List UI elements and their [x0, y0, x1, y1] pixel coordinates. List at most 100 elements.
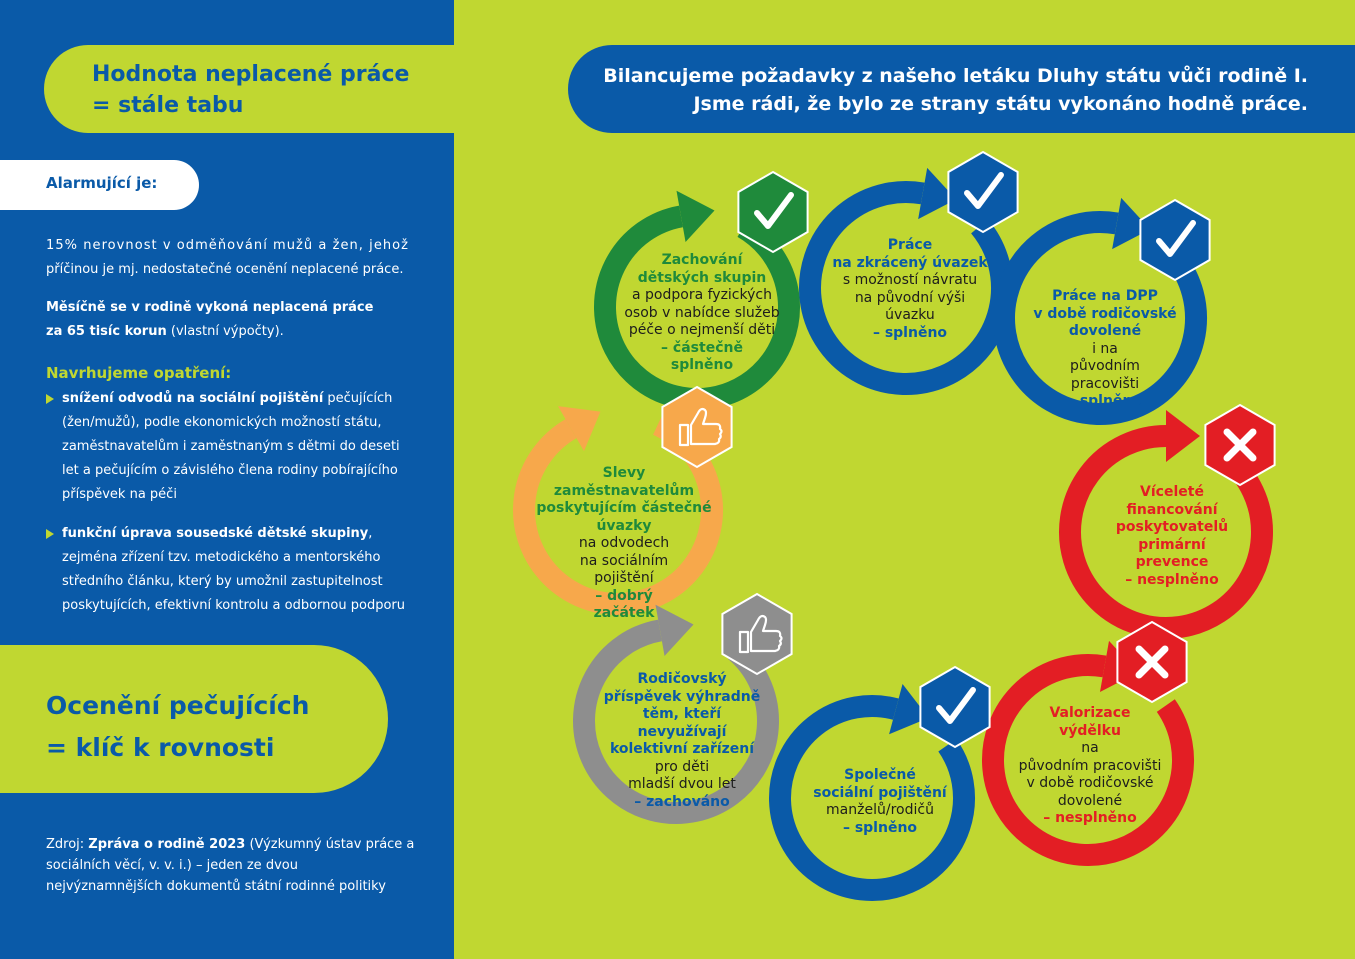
header-line1: Bilancujeme požadavky z našeho letáku Dl… [603, 65, 1308, 87]
label-bold-line: sociální pojištění [813, 784, 947, 801]
bullet-arrow-icon [46, 529, 54, 539]
label-line: dovolené [1057, 792, 1123, 809]
cycle-ring-6 [573, 619, 779, 824]
check-icon [936, 687, 976, 724]
label-bold-line: zaměstnavatelům [553, 482, 695, 499]
label-bold-line: na zkrácený úvazek [832, 254, 988, 271]
cycle-ring-7 [769, 695, 975, 901]
label-bold-line: poskytovatelů [1115, 519, 1229, 535]
label-bold-line: Víceleté [1140, 484, 1204, 500]
header-line2: Jsme rádi, že bylo ze strany státu vykon… [693, 93, 1308, 115]
bottom-title-line2: = klíč k rovnosti [46, 733, 275, 762]
check-badge-2 [947, 150, 1019, 234]
cross-icon [1135, 645, 1169, 679]
cycle-ring-8 [982, 654, 1194, 866]
label-line: s možností návratu [842, 272, 978, 288]
arrowhead-2 [918, 167, 957, 220]
label-bold-line: výdělku [1059, 722, 1121, 739]
label-bold-line: dovolené [1068, 323, 1142, 339]
left-title-line1: Hodnota neplacené práce [92, 62, 410, 87]
label-bold-line: – nesplněno [1043, 810, 1137, 826]
label-bold-line: prevence [1135, 554, 1209, 570]
label-bold-line: financování [1126, 501, 1218, 518]
label-line: na sociálním [579, 552, 669, 569]
label-bold-line: Slevy [602, 465, 646, 481]
arrowhead-1 [676, 190, 715, 243]
label-line: osob v nabídce služeb [624, 304, 780, 321]
label-bold-line: Rodičovský [637, 671, 727, 687]
p2-bold2: za 65 tisíc korun [46, 324, 167, 339]
header-pill: Bilancujeme požadavky z našeho letáku Dl… [568, 45, 1355, 133]
label-bold-line: – dobrý [595, 587, 653, 604]
label-line: na odvodech [578, 535, 670, 551]
left-panel [0, 0, 454, 959]
cycle-ring-5 [1059, 425, 1273, 639]
label-bold-line: – splněno [872, 324, 948, 341]
label-line: pro děti [654, 758, 710, 775]
p2-bold1: Měsíčně se v rodině vykoná neplacená prá… [46, 300, 374, 315]
label-bold-line: Práce na DPP [1052, 288, 1158, 304]
label-line: manželů/rodičů [826, 802, 934, 818]
bullet2-bold: funkční úprava sousedské dětské skupiny [62, 526, 369, 541]
bullet1-bold: snížení odvodů na sociální pojištění [62, 391, 324, 406]
check-icon [754, 192, 794, 229]
label-line: na [1081, 740, 1099, 756]
bullet-arrow-icon [46, 394, 54, 404]
cross-badge-8 [1116, 620, 1188, 704]
check-badge-3 [1139, 198, 1211, 282]
measure-bullet-1: snížení odvodů na sociální pojištění peč… [46, 387, 416, 507]
source-rest: (Výzkumný ústav práce a sociálních věcí,… [46, 837, 415, 894]
cycle-ring-4 [513, 414, 723, 615]
arrowhead-4 [558, 406, 601, 452]
label-line: úvazku [885, 307, 935, 323]
arrowhead-6 [655, 604, 694, 657]
label-line: i na [1092, 340, 1118, 357]
label-bold-line: – splněno [1067, 393, 1143, 409]
alarm-pill: Alarmující je: [0, 160, 199, 210]
label-line: pracovišti [1070, 375, 1140, 392]
label-bold-line: dětských skupin [637, 269, 767, 286]
left-title: Hodnota neplacené práce = stále tabu [92, 59, 409, 121]
measures-heading: Navrhujeme opatření: [46, 364, 232, 382]
cross-badge-5 [1204, 403, 1276, 487]
thumbs-up-badge-4 [661, 385, 733, 469]
label-bold-line: těm, kteří [642, 706, 722, 722]
label-bold-line: Práce [887, 237, 933, 253]
bottom-title: Ocenění pečujících = klíč k rovnosti [46, 685, 309, 769]
label-bold-line: poskytujícím částečné [536, 500, 712, 516]
paragraph-inequality: 15% nerovnost v odměňování mužů a žen, j… [46, 234, 416, 282]
p2-rest: (vlastní výpočty). [166, 324, 284, 339]
source-bold: Zpráva o rodině 2023 [88, 837, 246, 852]
label-bold-line: příspěvek výhradně [603, 688, 761, 705]
label-line: původním pracovišti [1018, 757, 1162, 774]
label-bold-line: splněno [670, 357, 734, 373]
right-panel [454, 0, 1355, 959]
thumbs-up-icon [738, 614, 783, 654]
label-bold-line: – splněno [842, 819, 918, 836]
arrowhead-5 [1166, 410, 1200, 462]
p1-line1: 15% nerovnost v odměňování mužů a žen, j… [46, 238, 410, 253]
cycle-ring-3 [993, 211, 1207, 425]
label-bold-line: – nesplněno [1125, 571, 1219, 588]
label-bold-line: začátek [593, 605, 655, 621]
label-bold-line: – zachováno [634, 793, 730, 810]
label-line: původním [1070, 358, 1140, 374]
label-bold-line: – částečně [661, 339, 743, 356]
thumbs-up-badge-6 [721, 592, 793, 676]
label-bold-line: v době rodičovské [1033, 305, 1177, 322]
bottom-title-line1: Ocenění pečujících [46, 691, 310, 720]
bullet2-rest: , zejména zřízení tzv. metodického a men… [62, 526, 405, 613]
check-icon [1156, 220, 1196, 257]
left-title-line2: = stále tabu [92, 93, 244, 118]
check-badge-1 [737, 170, 809, 254]
source-note: Zdroj: Zpráva o rodině 2023 (Výzkumný ús… [46, 834, 416, 897]
label-bold-line: Valorizace [1049, 705, 1131, 721]
label-bold-line: úvazky [596, 517, 652, 534]
